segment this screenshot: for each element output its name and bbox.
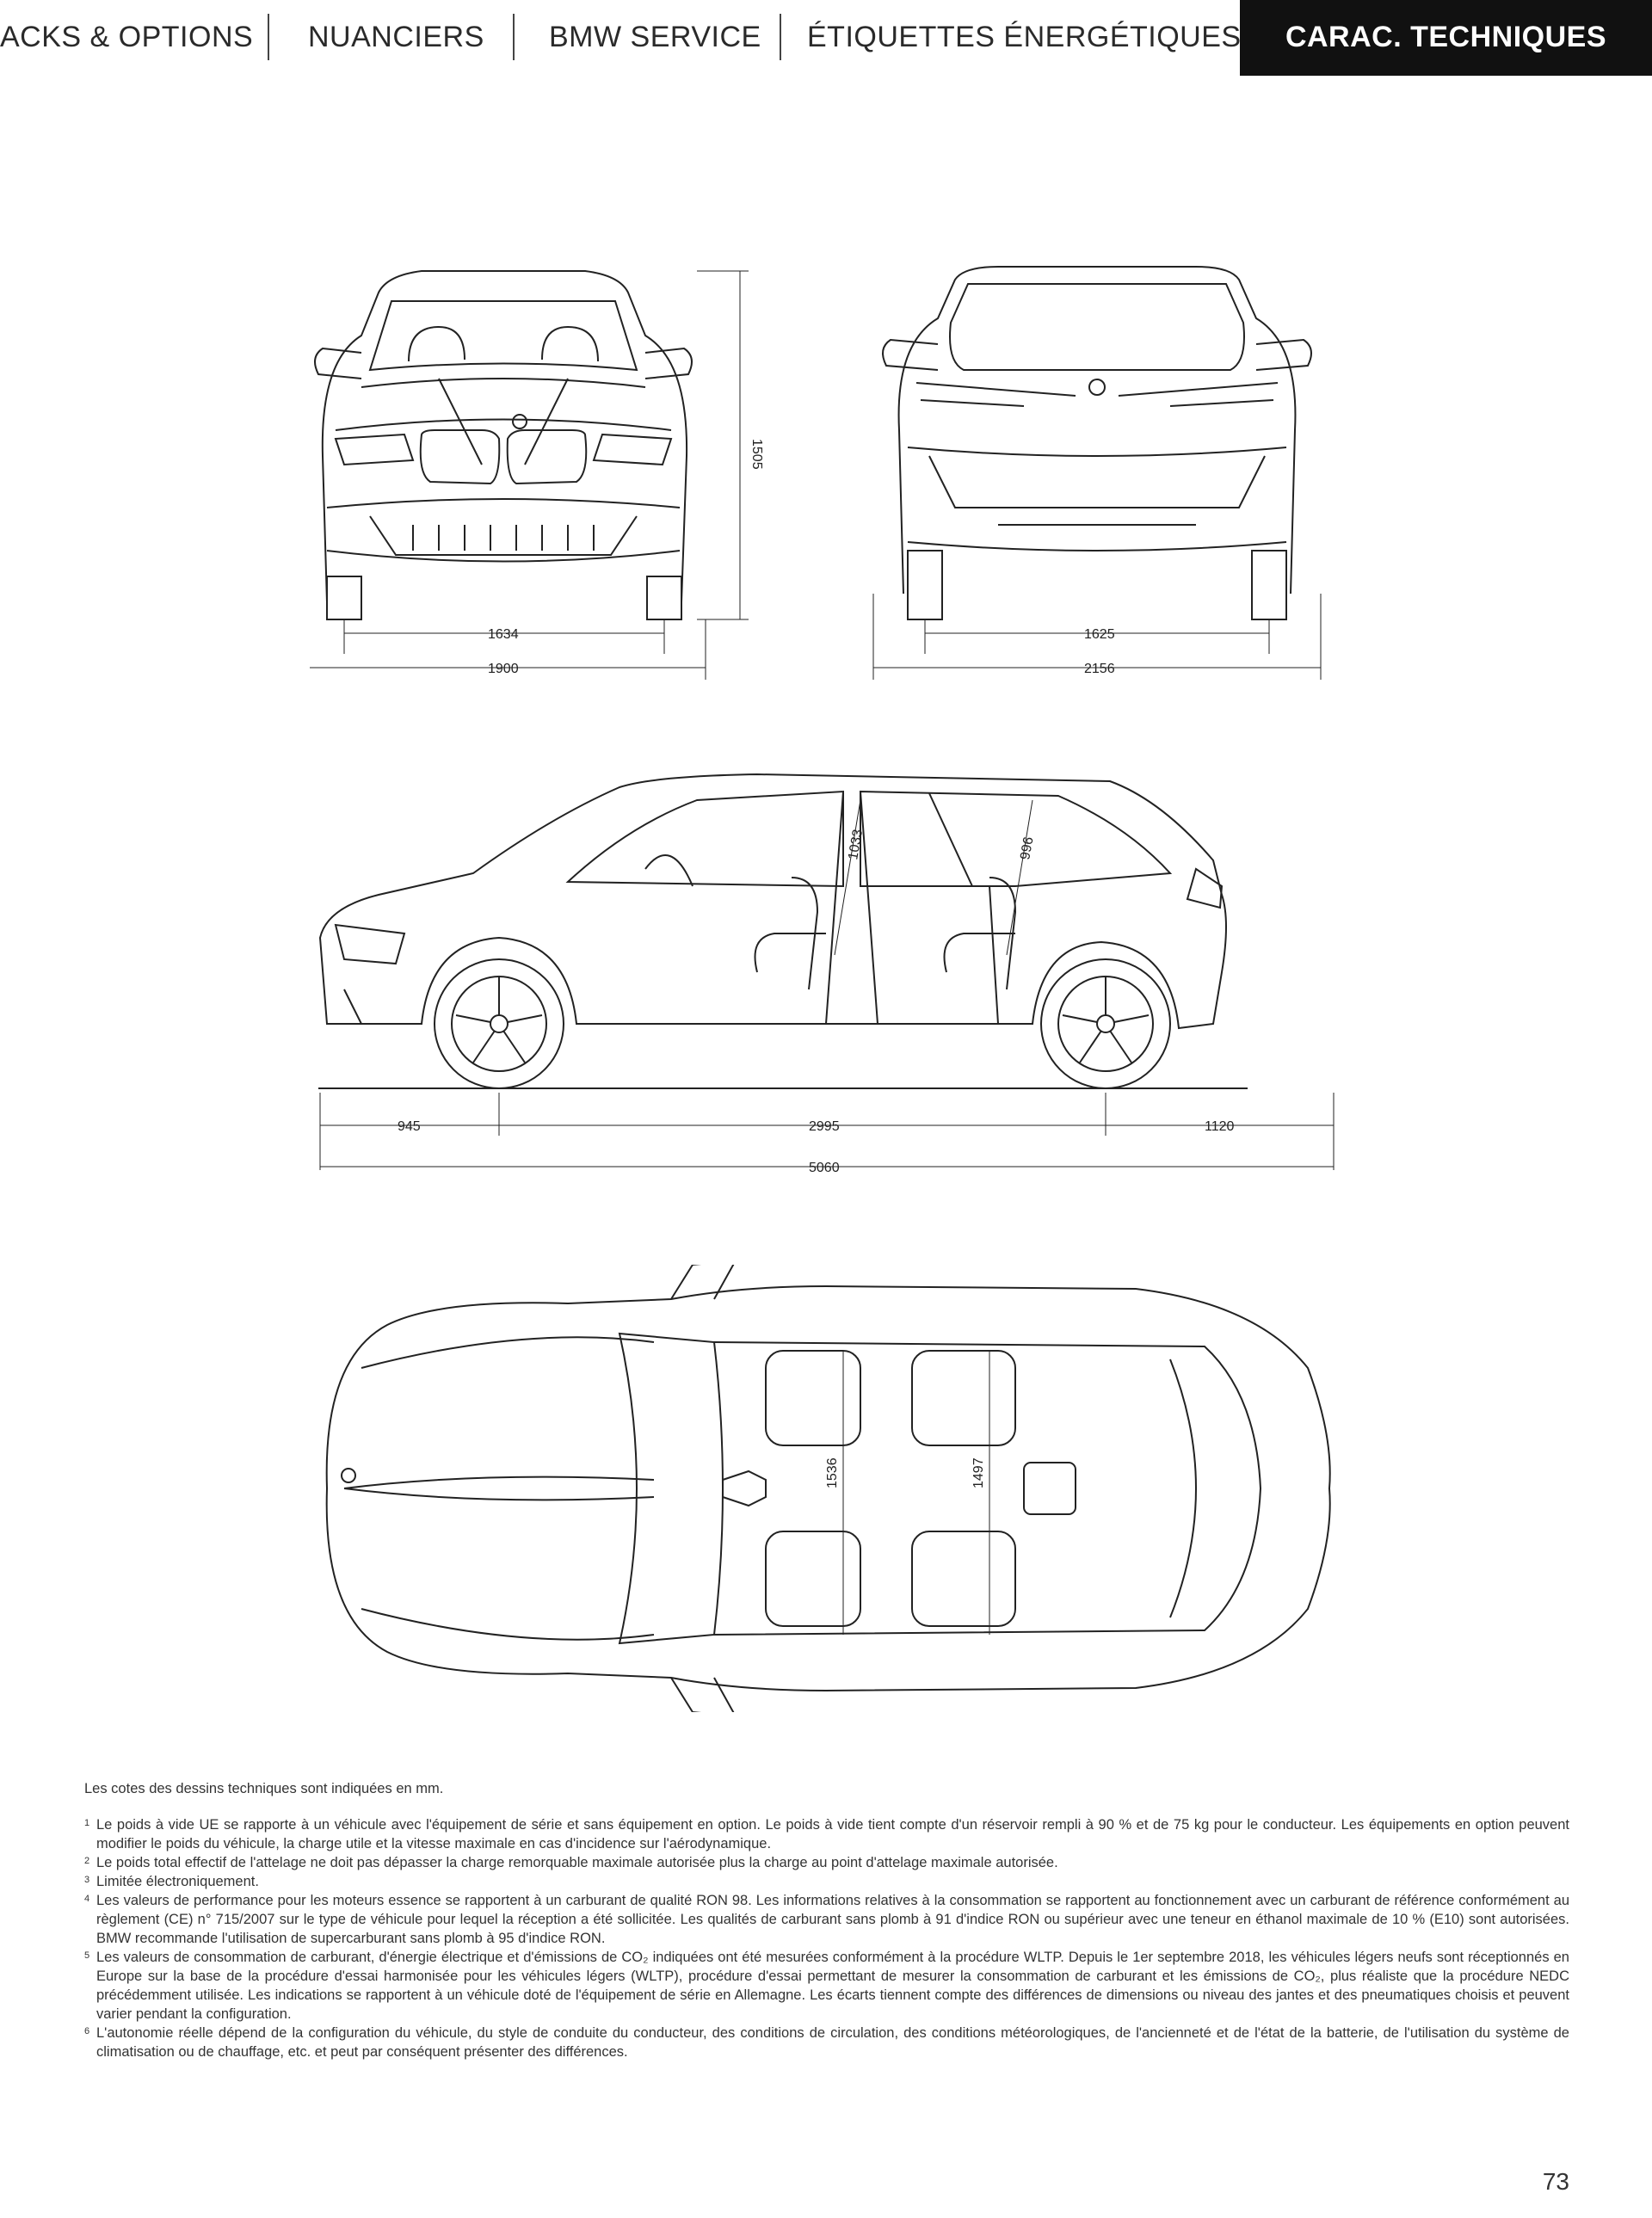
seat-front-left [765, 1350, 861, 1446]
dim-width-mirrors: 2156 [1084, 662, 1115, 676]
footnotes: Les cotes des dessins techniques sont in… [84, 1779, 1569, 2061]
rear-mirror-right [1255, 338, 1312, 371]
seat-front-right [765, 1531, 861, 1627]
page-number: 73 [1542, 2168, 1569, 2195]
dim-headroom-rear: 996 [1018, 835, 1036, 860]
dim-length: 5060 [809, 1161, 840, 1175]
rear-window [949, 283, 1245, 371]
rear-body-outline [897, 266, 1297, 595]
dim-wheelbase: 2995 [809, 1119, 840, 1134]
top-view-drawing: 1536 1497 [310, 1265, 1342, 1712]
top-mirror-left [670, 1265, 735, 1300]
rear-view-drawing: 1625 2156 [869, 258, 1351, 688]
side-view-drawing: 1033 996 945 2995 1120 5060 [310, 766, 1342, 1187]
footnotes-lead: Les cotes des dessins techniques sont in… [84, 1781, 444, 1796]
dim-height: 1505 [749, 439, 764, 470]
top-body-outline [325, 1285, 1331, 1692]
rear-mirror-left [882, 338, 939, 371]
side-body-outline [318, 773, 1227, 1030]
tab-separator [513, 14, 515, 60]
rear-logo [1088, 379, 1106, 396]
front-view-drawing: 1505 1634 1900 [310, 258, 792, 688]
dim-overhang-rear: 1120 [1205, 1119, 1235, 1134]
tab-separator [268, 14, 269, 60]
tab-bmw-service[interactable]: BMW SERVICE [549, 21, 761, 53]
dim-shoulder-rear: 1497 [971, 1457, 986, 1488]
front-body-outline [321, 270, 688, 603]
tab-etiquettes-energetiques[interactable]: ÉTIQUETTES ÉNERGÉTIQUES [807, 21, 1242, 53]
dim-front-track: 1634 [488, 627, 519, 642]
top-navigation: ACKS & OPTIONS NUANCIERS BMW SERVICE ÉTI… [0, 0, 1652, 77]
front-logo [512, 414, 527, 429]
dim-headroom-front: 1033 [846, 829, 866, 861]
tab-carac-techniques[interactable]: CARAC. TECHNIQUES [1240, 0, 1652, 76]
front-windshield [368, 300, 638, 372]
dim-overhang-front: 945 [398, 1119, 421, 1134]
seat-rear-left [911, 1350, 1016, 1446]
front-mirror-right [644, 347, 693, 379]
tab-nuanciers[interactable]: NUANCIERS [308, 21, 484, 53]
tab-packs-options[interactable]: ACKS & OPTIONS [0, 21, 254, 53]
tab-separator [780, 14, 781, 60]
dim-rear-track: 1625 [1084, 627, 1115, 642]
front-grille-right [506, 429, 588, 485]
front-grille-left [419, 429, 501, 485]
dim-width: 1900 [488, 662, 519, 676]
dim-shoulder-front: 1536 [825, 1457, 840, 1488]
seat-rear-right [911, 1531, 1016, 1627]
top-mirror-right [670, 1677, 735, 1712]
front-mirror-left [314, 347, 362, 379]
top-logo [341, 1468, 356, 1483]
side-windows [565, 790, 844, 888]
